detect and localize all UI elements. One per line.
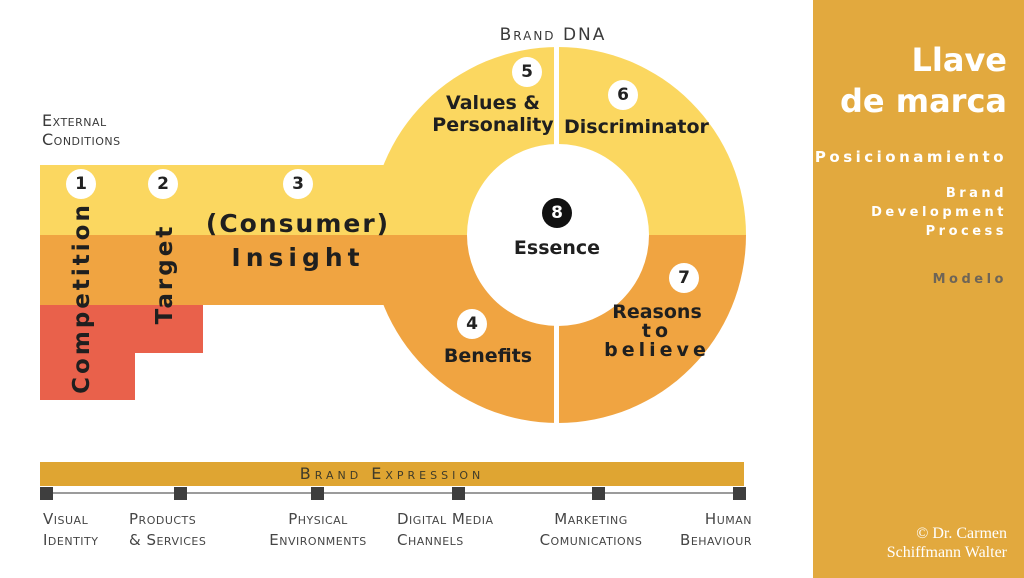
expression-item-line2: Channels: [397, 531, 464, 549]
donut-divider-top: [554, 47, 559, 145]
expression-item-line1: Digital Media: [397, 510, 494, 528]
values-line1: Values &: [446, 92, 540, 114]
brand-expression-bar: Brand Expression: [40, 462, 744, 486]
label-benefits: Benefits: [443, 345, 533, 367]
sidebar-title-line2: de marca: [839, 82, 1007, 120]
badge-8: 8: [542, 198, 572, 228]
expression-item-visual-identity: Visual Identity: [43, 509, 98, 551]
values-line2: Personality: [432, 114, 554, 136]
expression-item-line2: & Services: [129, 531, 207, 549]
badge-1: 1: [66, 169, 96, 199]
expression-item-line1: Physical: [288, 510, 348, 528]
badge-6: 6: [608, 80, 638, 110]
expression-item-line2: Comunications: [539, 531, 643, 549]
credit-line1: © Dr. Carmen: [916, 525, 1007, 542]
sidebar-process-label: Brand Development Process: [871, 184, 1007, 241]
process-line3: Process: [925, 224, 1007, 239]
donut-divider-bottom: [554, 325, 559, 424]
brand-expression-title: Brand Expression: [299, 464, 485, 483]
expression-item-line1: Human: [704, 510, 752, 528]
reasons-line3: believe: [604, 339, 710, 361]
reasons-line2: to: [641, 320, 673, 342]
sidebar-title-line1: Llave: [911, 41, 1007, 79]
timeline-marker: [174, 487, 187, 500]
external-conditions-line2: Conditions: [42, 130, 121, 149]
expression-item-line1: Visual: [43, 510, 89, 528]
sidebar-credit: © Dr. Carmen Schiffmann Walter: [887, 524, 1007, 562]
label-target: Target: [152, 223, 178, 325]
badge-7: 7: [669, 263, 699, 293]
timeline-marker: [592, 487, 605, 500]
timeline-marker: [733, 487, 746, 500]
credit-line2: Schiffmann Walter: [886, 544, 1007, 561]
expression-item-marketing-comunications: Marketing Comunications: [528, 509, 654, 551]
key-head-inner-circle: [467, 144, 649, 326]
expression-item-products-services: Products & Services: [129, 509, 206, 551]
sidebar-subtitle: Posicionamiento: [814, 148, 1007, 166]
timeline-marker: [452, 487, 465, 500]
label-essence: Essence: [513, 237, 601, 259]
label-consumer-insight: (Consumer) Insight: [198, 207, 398, 275]
process-line1: Brand: [945, 186, 1007, 201]
expression-item-line1: Marketing: [554, 510, 628, 528]
brand-dna-label: Brand DNA: [499, 25, 607, 45]
expression-item-line2: Identity: [43, 531, 99, 549]
expression-item-physical-environments: Physical Environments: [256, 509, 380, 551]
sidebar-modelo-label: Modelo: [932, 272, 1007, 287]
label-competition: Competition: [69, 202, 95, 394]
timeline-line: [45, 492, 740, 494]
reasons-line1: Reasons: [612, 301, 702, 323]
sidebar: Llave de marca Posicionamiento Brand Dev…: [813, 0, 1024, 578]
external-conditions-line1: External: [42, 111, 107, 130]
label-discriminator: Discriminator: [564, 116, 709, 138]
expression-item-human-behaviour: Human Behaviour: [660, 509, 752, 551]
key-tooth-competition: [40, 305, 135, 400]
consumer-insight-line1: (Consumer): [205, 209, 391, 238]
expression-item-line1: Products: [129, 510, 197, 528]
consumer-insight-line2: Insight: [231, 243, 365, 272]
process-line2: Development: [871, 205, 1007, 220]
badge-2: 2: [148, 169, 178, 199]
expression-item-line2: Behaviour: [680, 531, 752, 549]
badge-3: 3: [283, 169, 313, 199]
badge-4: 4: [457, 309, 487, 339]
expression-item-digital-media-channels: Digital Media Channels: [397, 509, 493, 551]
timeline-marker: [311, 487, 324, 500]
expression-item-line2: Environments: [269, 531, 367, 549]
label-values-personality: Values & Personality: [432, 92, 554, 136]
label-reasons-to-believe: Reasons to believe: [597, 303, 717, 360]
external-conditions-label: External Conditions: [42, 111, 121, 149]
key-tooth-target: [135, 305, 203, 353]
timeline-marker: [40, 487, 53, 500]
sidebar-title: Llave de marca: [840, 40, 1007, 122]
badge-5: 5: [512, 57, 542, 87]
